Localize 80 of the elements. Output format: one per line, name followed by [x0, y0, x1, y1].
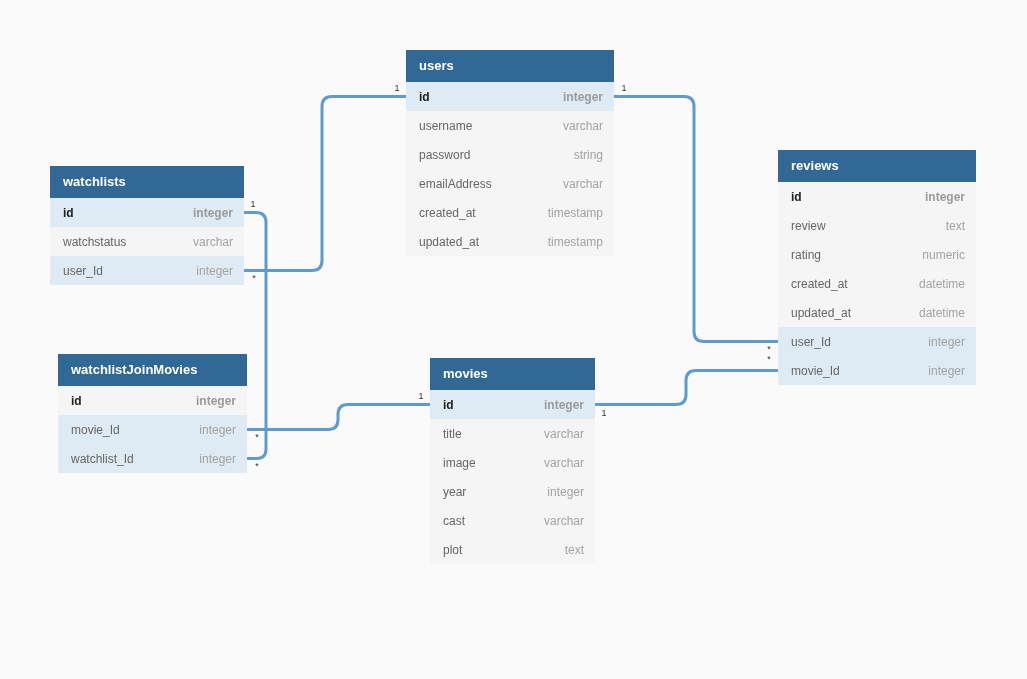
relationship-line [595, 369, 778, 406]
table-header: watchlistJoinMovies [58, 354, 247, 386]
column-type: varchar [193, 233, 233, 251]
column-type: integer [547, 483, 584, 501]
table-row [50, 256, 244, 285]
column-name: username [419, 117, 473, 135]
column-type: numeric [922, 246, 965, 264]
cardinality-label: 1 [250, 199, 256, 209]
column-name: updated_at [419, 233, 480, 251]
table-row [778, 356, 976, 385]
table-row [50, 198, 244, 227]
column-type: integer [925, 188, 965, 206]
column-name: emailAddress [419, 175, 492, 193]
column-name: watchlist_Id [71, 450, 134, 468]
column-name: cast [443, 512, 465, 530]
column-type: varchar [544, 512, 584, 530]
table-row [58, 444, 247, 473]
column-type: varchar [563, 175, 603, 193]
column-name: plot [443, 541, 463, 559]
cardinality-label: 1 [418, 391, 424, 401]
column-name: user_Id [791, 333, 832, 351]
column-type: integer [196, 262, 233, 280]
column-type: text [945, 217, 965, 235]
column-name: id [419, 88, 430, 106]
table-row [778, 327, 976, 356]
column-type: integer [928, 333, 965, 351]
table-row [406, 82, 614, 111]
entity-table [50, 166, 244, 285]
column-name: id [443, 396, 454, 414]
column-name: year [443, 483, 467, 501]
column-type: timestamp [547, 233, 603, 251]
cardinality-label: 1 [601, 408, 607, 418]
column-name: movie_Id [71, 421, 120, 439]
cardinality-label: 1 [394, 83, 400, 93]
column-name: id [71, 392, 82, 410]
column-type: varchar [563, 117, 603, 135]
column-type: timestamp [547, 204, 603, 222]
column-name: watchstatus [63, 233, 127, 251]
table-row [430, 390, 595, 419]
cardinality-label: * [767, 344, 771, 354]
column-type: varchar [544, 425, 584, 443]
table-header: movies [430, 358, 595, 390]
column-name: created_at [419, 204, 476, 222]
cardinality-label: 1 [621, 83, 627, 93]
cardinality-label: * [767, 354, 771, 364]
column-type: text [564, 541, 584, 559]
column-type: integer [563, 88, 603, 106]
column-name: title [443, 425, 462, 443]
relationship-line [247, 403, 430, 431]
column-name: password [419, 146, 471, 164]
column-name: movie_Id [791, 362, 840, 380]
relationship-line [244, 95, 406, 272]
entity-table [778, 150, 976, 385]
table-row [58, 415, 247, 444]
column-name: review [791, 217, 826, 235]
column-type: string [573, 146, 603, 164]
cardinality-label: * [255, 432, 259, 442]
table-header: reviews [778, 150, 976, 182]
table-header: watchlists [50, 166, 244, 198]
column-type: integer [199, 450, 236, 468]
column-type: integer [193, 204, 233, 222]
column-type: varchar [544, 454, 584, 472]
entity-table [58, 354, 247, 473]
column-name: user_Id [63, 262, 104, 280]
column-type: integer [544, 396, 584, 414]
column-type: integer [196, 392, 236, 410]
relationship-line [614, 95, 778, 343]
column-type: integer [199, 421, 236, 439]
column-type: datetime [918, 304, 965, 322]
column-type: integer [928, 362, 965, 380]
cardinality-label: * [252, 273, 256, 283]
column-name: id [63, 204, 74, 222]
column-name: id [791, 188, 802, 206]
cardinality-label: * [255, 461, 259, 471]
column-name: image [443, 454, 476, 472]
column-name: rating [791, 246, 822, 264]
column-name: updated_at [791, 304, 852, 322]
column-type: datetime [918, 275, 965, 293]
table-header: users [406, 50, 614, 82]
column-name: created_at [791, 275, 848, 293]
